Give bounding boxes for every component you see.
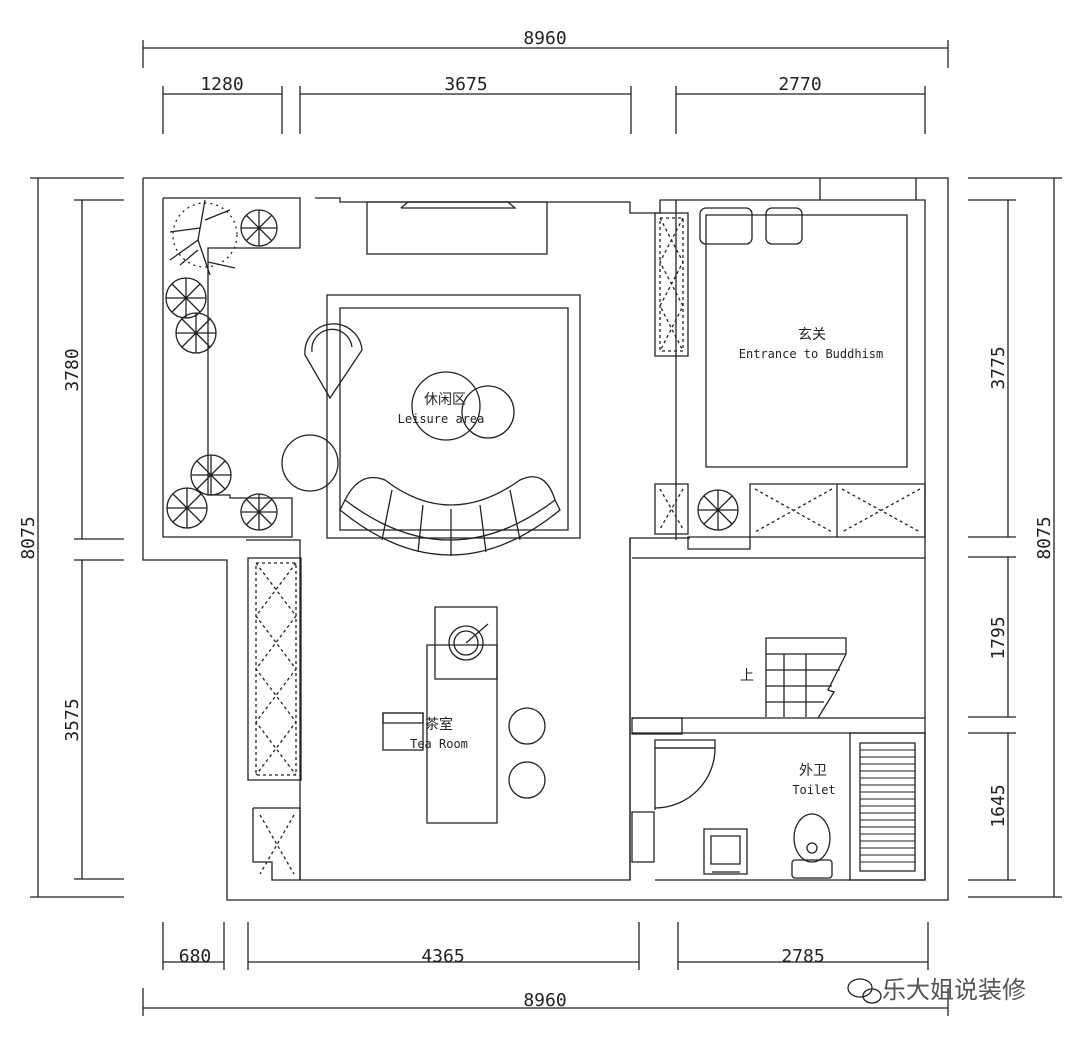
dim-bottom-seg-2: 4365 bbox=[421, 946, 464, 967]
shrub-icon bbox=[698, 490, 738, 530]
cabinets bbox=[248, 213, 925, 880]
shrub-icon bbox=[167, 488, 207, 528]
toilet-label-cn: 外卫 bbox=[799, 763, 827, 779]
tea-room-furniture bbox=[383, 607, 545, 823]
leisure-label-en: Leisure area bbox=[398, 412, 485, 426]
leisure-label-cn: 休闲区 bbox=[424, 392, 466, 408]
shrub-icon bbox=[241, 494, 277, 530]
dim-right-seg-3: 1645 bbox=[988, 784, 1009, 827]
room-labels: 休闲区 Leisure area 玄关 Entrance to Buddhism… bbox=[398, 326, 884, 797]
wechat-icon bbox=[848, 979, 881, 1003]
dim-right-seg-1: 3775 bbox=[988, 346, 1009, 389]
shrub-icon bbox=[166, 278, 206, 318]
dim-top-total: 8960 bbox=[523, 28, 566, 49]
dimension-lines bbox=[30, 40, 1062, 1016]
dim-top-seg-1: 1280 bbox=[200, 74, 243, 95]
watermark: 乐大姐说装修 bbox=[882, 976, 1026, 1004]
dim-bottom-seg-3: 2785 bbox=[781, 946, 824, 967]
dim-left-seg-1: 3780 bbox=[62, 348, 83, 391]
tea-room-label-en: Tea Room bbox=[410, 737, 468, 751]
leisure-furniture bbox=[282, 202, 580, 556]
dim-left-total: 8075 bbox=[18, 516, 39, 559]
tree-icon bbox=[170, 200, 237, 275]
shrub-icon bbox=[241, 210, 277, 246]
entrance-furniture bbox=[700, 208, 907, 467]
dimension-labels: 8960 1280 3675 2770 680 4365 2785 8960 8… bbox=[18, 28, 1055, 1011]
stair-icon bbox=[766, 638, 846, 718]
dim-top-seg-2: 3675 bbox=[444, 74, 487, 95]
outer-walls bbox=[143, 178, 948, 900]
dim-left-seg-2: 3575 bbox=[62, 698, 83, 741]
toilet-label-en: Toilet bbox=[792, 783, 835, 797]
dim-bottom-total: 8960 bbox=[523, 990, 566, 1011]
tea-room-label-cn: 茶室 bbox=[425, 716, 453, 733]
stair-label: 上 bbox=[740, 668, 754, 684]
dim-right-seg-2: 1795 bbox=[988, 616, 1009, 659]
entrance-label-cn: 玄关 bbox=[798, 326, 826, 343]
dim-top-seg-3: 2770 bbox=[778, 74, 821, 95]
plants bbox=[166, 200, 738, 530]
shrub-icon bbox=[191, 455, 231, 495]
dim-right-total: 8075 bbox=[1034, 516, 1055, 559]
shrub-icon bbox=[176, 313, 216, 353]
toilet-fixtures bbox=[632, 718, 925, 880]
dim-bottom-seg-1: 680 bbox=[179, 946, 212, 967]
entrance-label-en: Entrance to Buddhism bbox=[739, 347, 884, 361]
